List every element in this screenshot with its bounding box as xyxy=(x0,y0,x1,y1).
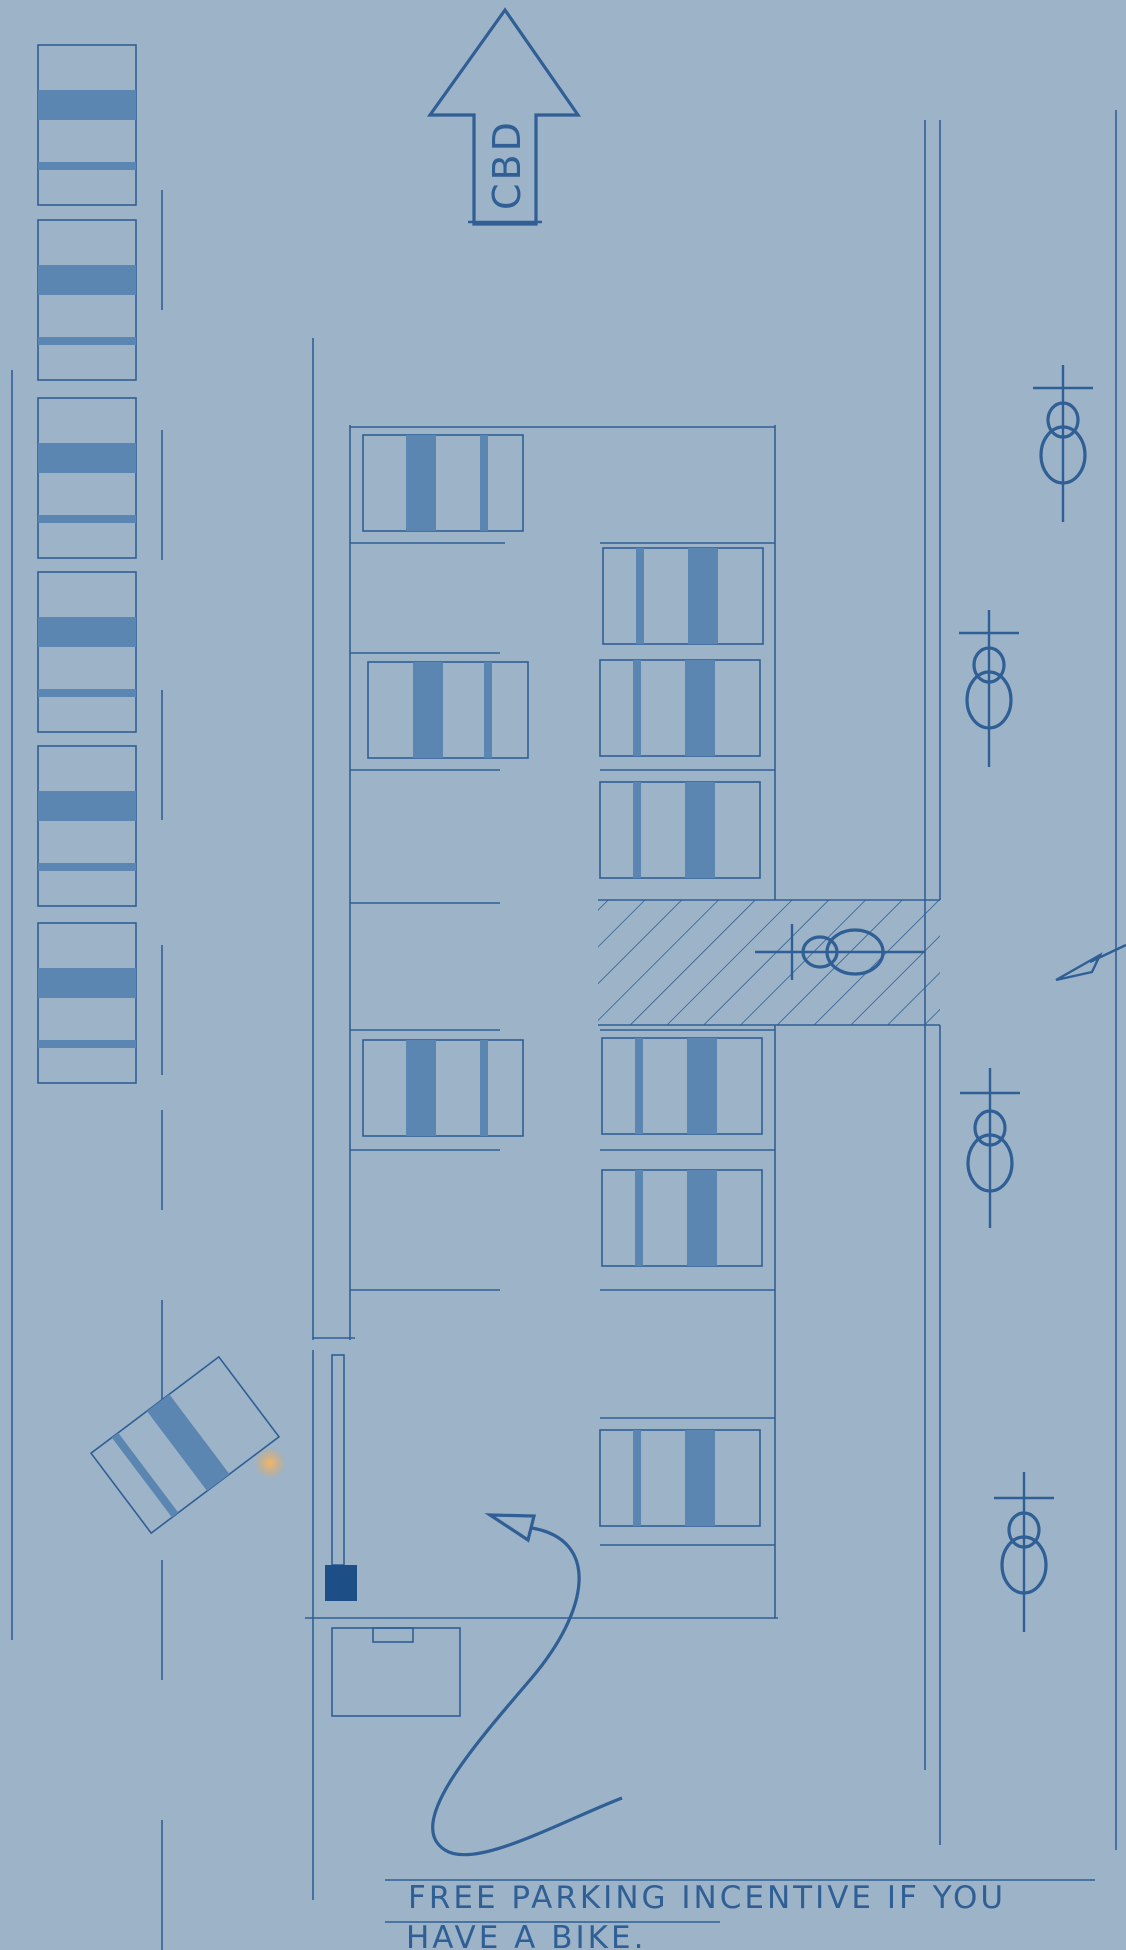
cursor-highlight xyxy=(254,1447,286,1479)
car-icon xyxy=(602,547,764,645)
direction-label: CBD xyxy=(485,119,529,210)
bike-lane xyxy=(924,110,1117,1850)
turning-car xyxy=(89,1355,281,1535)
car-icon xyxy=(362,434,524,532)
bicycle-icon xyxy=(994,1472,1054,1632)
parking-booth xyxy=(331,1627,461,1717)
car-icon xyxy=(367,661,529,759)
car-icon xyxy=(599,1429,761,1527)
parked-car-column-left xyxy=(37,44,137,1084)
car-icon xyxy=(599,659,761,757)
car-icon xyxy=(601,1169,763,1267)
gate-barrier-icon xyxy=(325,1354,357,1601)
crosswalk-hatch xyxy=(598,899,940,1026)
car-icon xyxy=(362,1039,524,1137)
partial-arrow-icon xyxy=(1055,943,1126,982)
bicycle-icon xyxy=(960,1068,1020,1228)
note-line-1: FREE PARKING INCENTIVE IF YOU xyxy=(408,1880,1006,1916)
parked-car-row-lot-left xyxy=(362,434,529,1137)
up-arrow-icon xyxy=(426,7,582,226)
note-line-2: HAVE A BIKE. xyxy=(406,1920,646,1950)
route-arrow-icon xyxy=(431,1513,623,1857)
car-icon xyxy=(601,1037,763,1135)
car-icon xyxy=(37,397,137,559)
incentive-note: FREE PARKING INCENTIVE IF YOU HAVE A BIK… xyxy=(385,1879,1095,1950)
parking-lot xyxy=(305,338,778,1900)
car-icon xyxy=(37,219,137,381)
bicycle-icon xyxy=(755,924,925,980)
stall-lines xyxy=(350,542,775,1546)
bicycle-icon xyxy=(959,610,1019,767)
car-icon xyxy=(37,922,137,1084)
car-icon xyxy=(37,571,137,733)
parked-car-row-lot-right xyxy=(599,547,764,1527)
bicycle-icon xyxy=(1033,365,1093,522)
car-icon xyxy=(37,44,137,206)
car-icon xyxy=(37,745,137,907)
car-icon xyxy=(599,781,761,879)
